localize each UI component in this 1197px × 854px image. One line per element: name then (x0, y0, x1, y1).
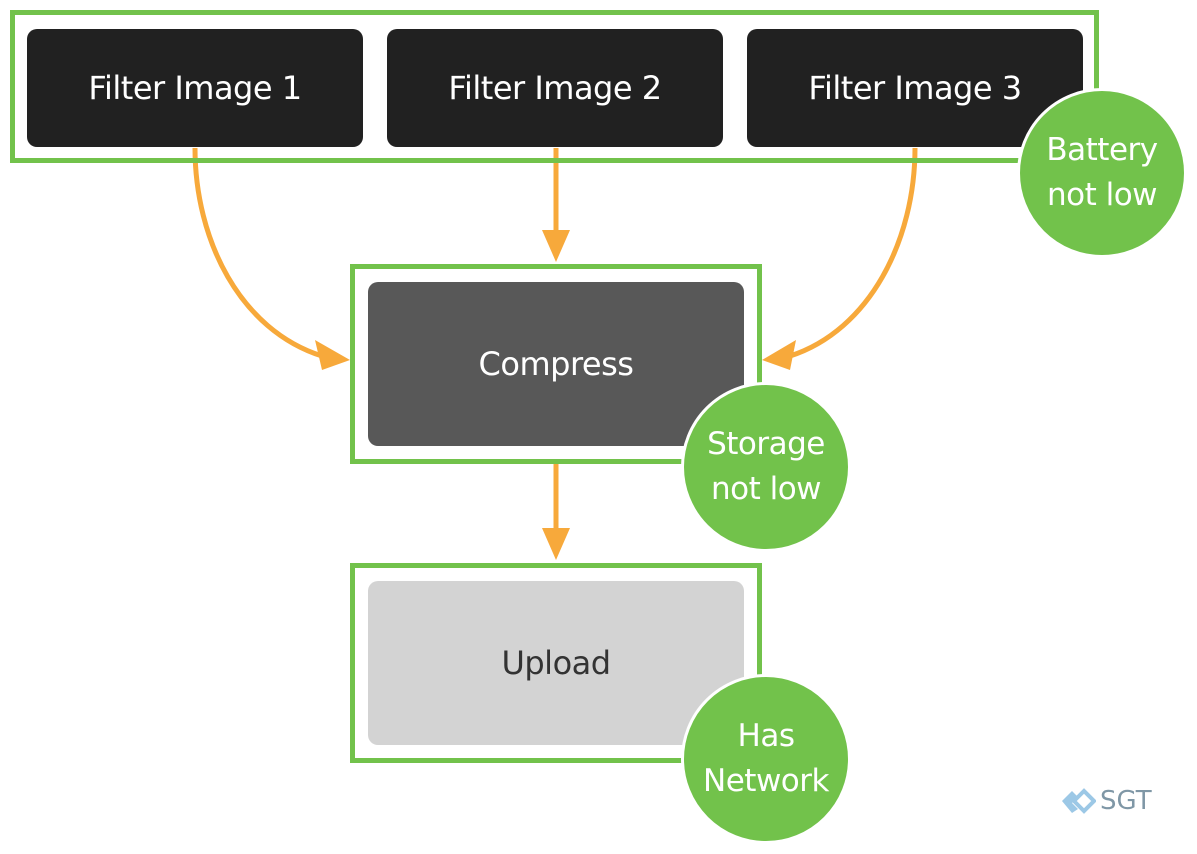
storage-badge-line2: not low (710, 471, 822, 507)
logo-text: SGT (1100, 786, 1152, 816)
upload-label: Upload (501, 644, 611, 682)
chevron-diamond-icon (1062, 788, 1096, 814)
battery-badge-line1: Battery (1046, 132, 1158, 169)
network-badge-line2: Network (703, 763, 829, 799)
compress-group-frame (350, 264, 762, 464)
compress-node[interactable]: Compress (368, 282, 744, 446)
has-network-badge: Has Network (681, 674, 851, 844)
network-badge-line1: Has (737, 718, 795, 755)
upload-node[interactable]: Upload (368, 581, 744, 745)
filter-image-3-node[interactable]: Filter Image 3 (747, 29, 1083, 147)
storage-not-low-badge: Storage not low (681, 382, 851, 552)
arrowhead-compress-to-upload (542, 528, 570, 560)
filter-image-2-label: Filter Image 2 (448, 69, 662, 107)
filter-image-3-label: Filter Image 3 (808, 69, 1022, 107)
arrowhead-filter3-to-compress (762, 340, 796, 370)
upload-group-frame (350, 563, 762, 763)
storage-badge-line1: Storage (707, 426, 825, 463)
filter-group-frame (10, 10, 1099, 163)
battery-badge-line2: not low (1046, 177, 1158, 213)
arrowhead-filter2-to-compress (542, 230, 570, 262)
edge-filter3-to-compress (789, 147, 918, 359)
compress-label: Compress (478, 345, 634, 383)
battery-not-low-badge: Battery not low (1017, 88, 1187, 258)
filter-image-1-node[interactable]: Filter Image 1 (27, 29, 363, 147)
arrowhead-filter1-to-compress (315, 340, 350, 370)
edge-filter1-to-compress (192, 147, 323, 359)
filter-image-1-label: Filter Image 1 (88, 69, 302, 107)
sgt-logo: SGT (1060, 786, 1152, 816)
filter-image-2-node[interactable]: Filter Image 2 (387, 29, 723, 147)
